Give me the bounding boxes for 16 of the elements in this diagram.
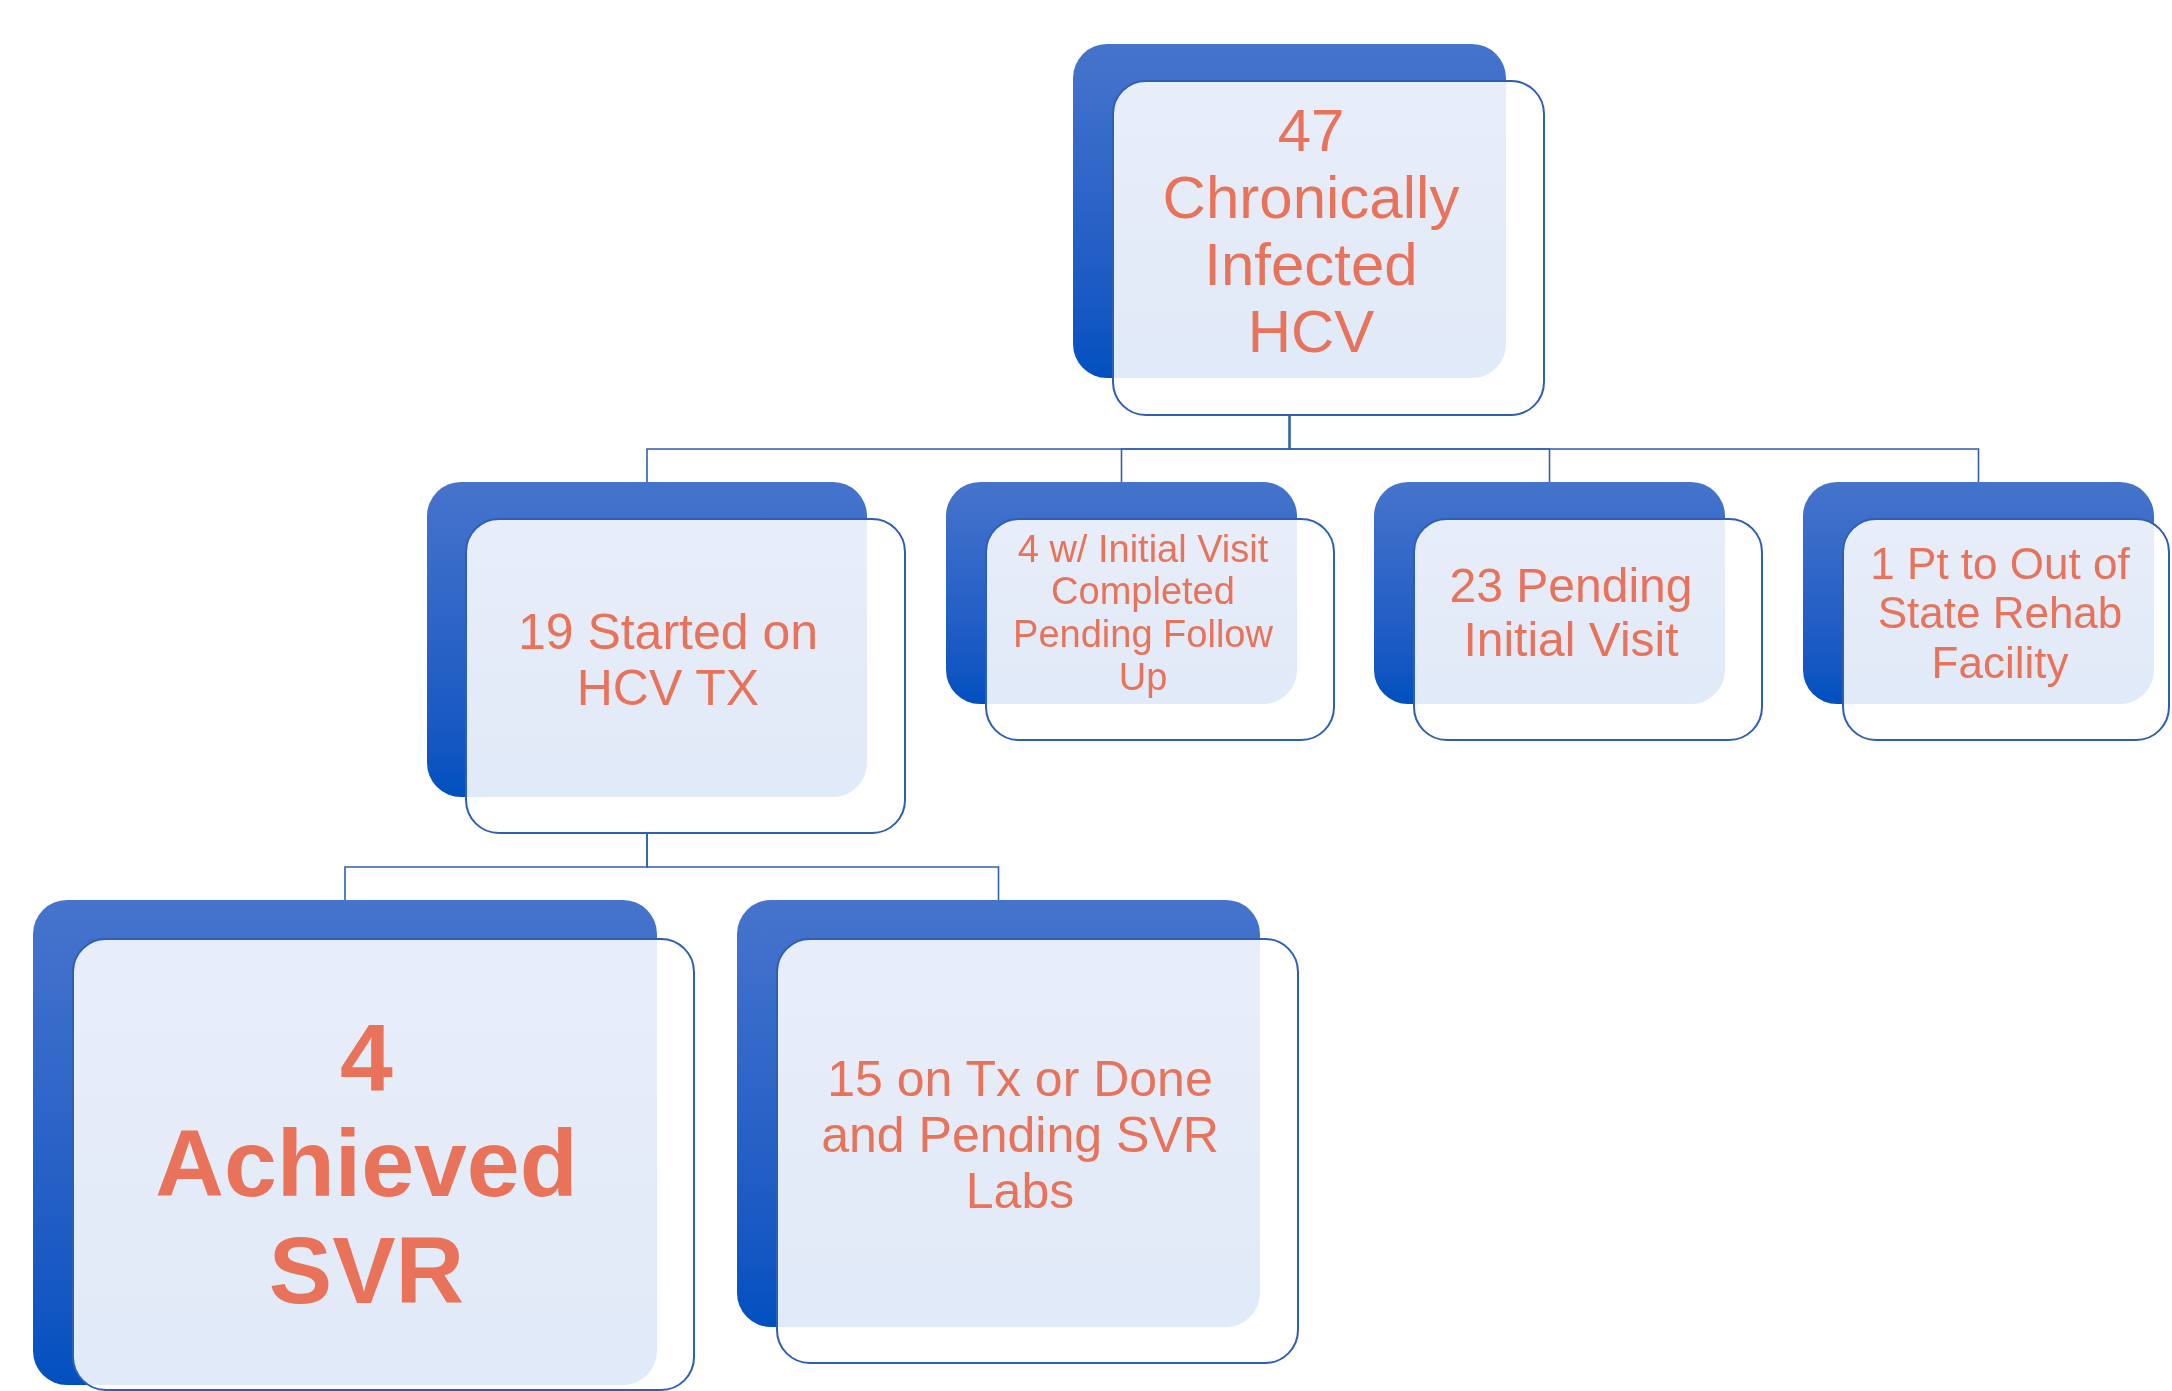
node-box — [1413, 518, 1763, 741]
node-box — [72, 938, 695, 1391]
node-label: 15 on Tx or Done and Pending SVR Labs — [820, 1050, 1220, 1219]
node-label: 19 Started on HCV TX — [516, 603, 820, 716]
node-label: 47 Chronically Infected HCV — [1161, 96, 1461, 366]
node-box — [1112, 80, 1545, 416]
node-box — [465, 518, 906, 834]
node-box — [985, 518, 1335, 741]
node-label: 4 Achieved SVR — [154, 1003, 579, 1324]
node-label: 1 Pt to Out of State Rehab Facility — [1869, 539, 2131, 687]
connector-line — [1288, 415, 1980, 483]
node-box — [1842, 518, 2170, 741]
connector-line — [646, 833, 1000, 901]
node-box — [776, 938, 1299, 1364]
node-label: 23 Pending Initial Visit — [1448, 559, 1694, 667]
node-label: 4 w/ Initial Visit Completed Pending Follow Up — [1012, 527, 1274, 699]
